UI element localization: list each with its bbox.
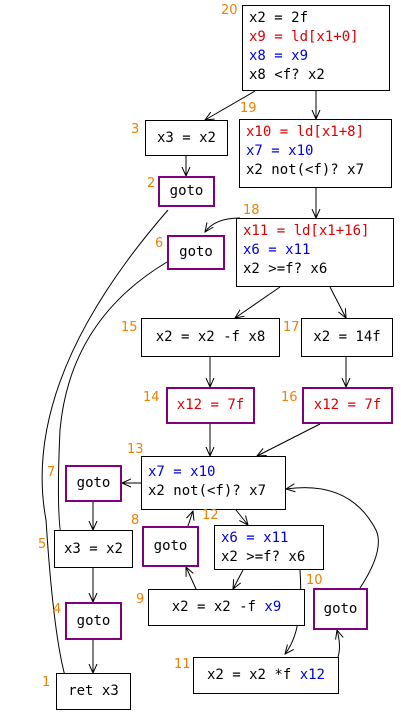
block-8: goto bbox=[142, 526, 199, 567]
block-number: 14 bbox=[143, 390, 160, 405]
instr-line: x12 = 7f bbox=[176, 397, 245, 413]
instr-line: x3 = x2 bbox=[156, 129, 216, 146]
edge-20-3 bbox=[205, 90, 256, 120]
instr-operand: x12 bbox=[299, 667, 325, 683]
block-number: 3 bbox=[131, 122, 140, 137]
block-number: 9 bbox=[136, 592, 145, 607]
edge-13-12 bbox=[235, 509, 248, 525]
instr-line: x2 = x2 -f bbox=[171, 599, 265, 615]
block-number: 1 bbox=[42, 675, 51, 690]
instr-line: x7 = x10 bbox=[148, 464, 216, 480]
block-18: x11 = ld[x1+16] x6 = x11 x2 >=f? x6 bbox=[236, 218, 394, 287]
edge-9-8 bbox=[186, 567, 197, 590]
block-number: 5 bbox=[38, 537, 47, 552]
block-number: 13 bbox=[127, 442, 144, 457]
block-15: x2 = x2 -f x8 bbox=[141, 318, 280, 357]
block-number: 17 bbox=[283, 320, 300, 335]
block-number: 18 bbox=[243, 203, 260, 218]
block-number: 20 bbox=[221, 3, 238, 18]
block-number: 8 bbox=[131, 513, 140, 528]
goto-label: goto bbox=[323, 600, 358, 617]
edge-11-10 bbox=[337, 630, 340, 661]
block-number: 15 bbox=[121, 320, 138, 335]
block-16: x12 = 7f bbox=[302, 387, 393, 424]
edge-16-13 bbox=[257, 423, 321, 456]
block-5: x3 = x2 bbox=[54, 530, 133, 568]
block-6: goto bbox=[167, 235, 225, 270]
block-14: x12 = 7f bbox=[166, 387, 255, 424]
block-number: 16 bbox=[281, 390, 298, 405]
block-1: ret x3 bbox=[56, 673, 131, 710]
block-number: 2 bbox=[147, 176, 156, 191]
block-number: 6 bbox=[155, 236, 164, 251]
instr-operand: x9 bbox=[264, 599, 282, 615]
block-2: goto bbox=[158, 176, 215, 207]
block-13: x7 = x10 x2 not(<f)? x7 bbox=[141, 456, 286, 510]
goto-label: goto bbox=[76, 475, 111, 491]
block-number: 7 bbox=[47, 465, 56, 480]
block-17: x2 = 14f bbox=[301, 318, 393, 357]
instr-line: x9 = ld[x1+0] bbox=[249, 29, 359, 45]
instr-line: ret x3 bbox=[68, 683, 119, 699]
edge-18-17 bbox=[329, 286, 346, 318]
edge-18-15 bbox=[235, 286, 281, 318]
edge-8-13 bbox=[188, 511, 193, 527]
block-4: goto bbox=[65, 602, 122, 640]
instr-line: x7 = x10 bbox=[246, 143, 314, 159]
block-3: x3 = x2 bbox=[145, 120, 228, 156]
edge-2-1 bbox=[41, 209, 169, 693]
instr-line: x2 >=f? x6 bbox=[221, 549, 306, 565]
edge-10-13 bbox=[286, 488, 379, 589]
instr-line: x3 = x2 bbox=[63, 540, 123, 557]
instr-line: x2 not(<f)? x7 bbox=[148, 483, 267, 499]
edge-12-9 bbox=[233, 569, 244, 589]
block-9: x2 = x2 -f x9 bbox=[148, 589, 305, 626]
block-number: 11 bbox=[174, 657, 191, 672]
goto-label: goto bbox=[76, 612, 111, 629]
instr-line: x12 = 7f bbox=[313, 397, 382, 413]
block-7: goto bbox=[65, 465, 122, 502]
instr-line: x2 >=f? x6 bbox=[243, 261, 328, 277]
block-11: x2 = x2 *f x12 bbox=[193, 657, 339, 694]
instr-line: x6 = x11 bbox=[243, 242, 311, 258]
instr-line: x6 = x11 bbox=[221, 530, 289, 546]
instr-line: x11 = ld[x1+16] bbox=[243, 223, 370, 239]
instr-line: x2 = 14f bbox=[313, 329, 381, 345]
instr-line: x10 = ld[x1+8] bbox=[246, 124, 365, 140]
instr-line: x8 = x9 bbox=[249, 48, 309, 64]
block-19: x10 = ld[x1+8] x7 = x10 x2 not(<f)? x7 bbox=[239, 119, 392, 188]
block-10: goto bbox=[313, 588, 368, 630]
block-number: 19 bbox=[240, 101, 257, 116]
goto-label: goto bbox=[169, 183, 204, 199]
block-number: 12 bbox=[202, 508, 219, 523]
goto-label: goto bbox=[179, 244, 213, 260]
instr-line: x2 = x2 -f x8 bbox=[155, 329, 266, 345]
block-12: x6 = x11 x2 >=f? x6 bbox=[214, 525, 324, 570]
instr-line: x8 <f? x2 bbox=[249, 67, 325, 83]
instr-line: x2 = x2 *f bbox=[206, 667, 300, 683]
instr-line: x2 not(<f)? x7 bbox=[246, 162, 365, 178]
block-20: x2 = 2f x9 = ld[x1+0] x8 = x9 x8 <f? x2 bbox=[242, 5, 390, 91]
block-number: 10 bbox=[306, 573, 323, 588]
edge-19-6 bbox=[205, 217, 241, 232]
goto-label: goto bbox=[153, 538, 188, 554]
block-number: 4 bbox=[53, 602, 62, 617]
instr-line: x2 = 2f bbox=[249, 10, 309, 26]
